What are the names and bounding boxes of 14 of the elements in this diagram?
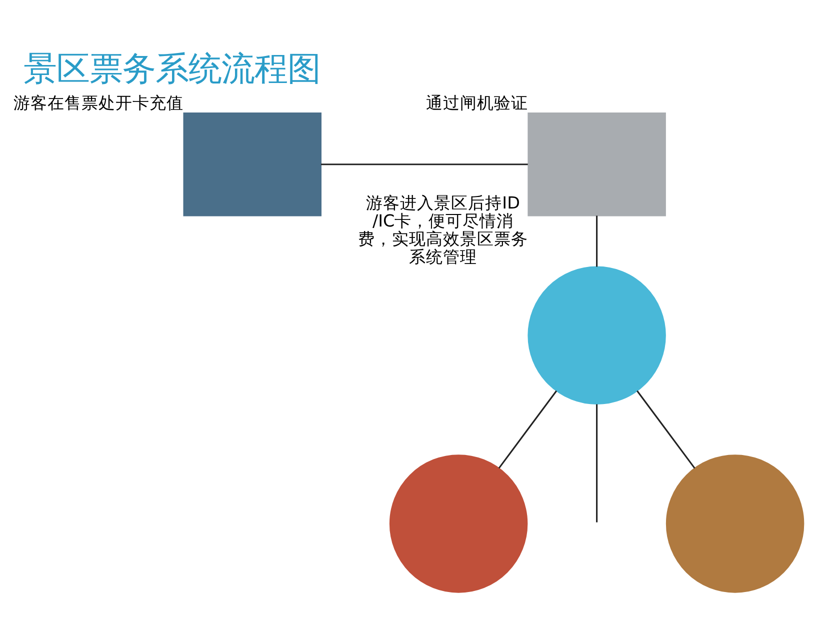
connector (498, 390, 558, 468)
node-label: 通过闸机验证 (426, 93, 528, 112)
connector (596, 404, 598, 522)
node-circle (528, 266, 666, 404)
node-label: 游客在售票处开卡充值 (14, 93, 184, 112)
diagram-title: 景区票务系统流程图 (23, 48, 320, 88)
node-label: 游客进入景区后持ID/IC卡，便可尽情消费，实现高效景区票务系统管理 (358, 193, 528, 266)
connector (320, 163, 528, 165)
node-box (528, 112, 666, 216)
node-circle (389, 454, 528, 592)
node-circle (666, 454, 804, 592)
connector (596, 215, 598, 266)
node-box (183, 112, 322, 216)
connector (636, 390, 696, 468)
